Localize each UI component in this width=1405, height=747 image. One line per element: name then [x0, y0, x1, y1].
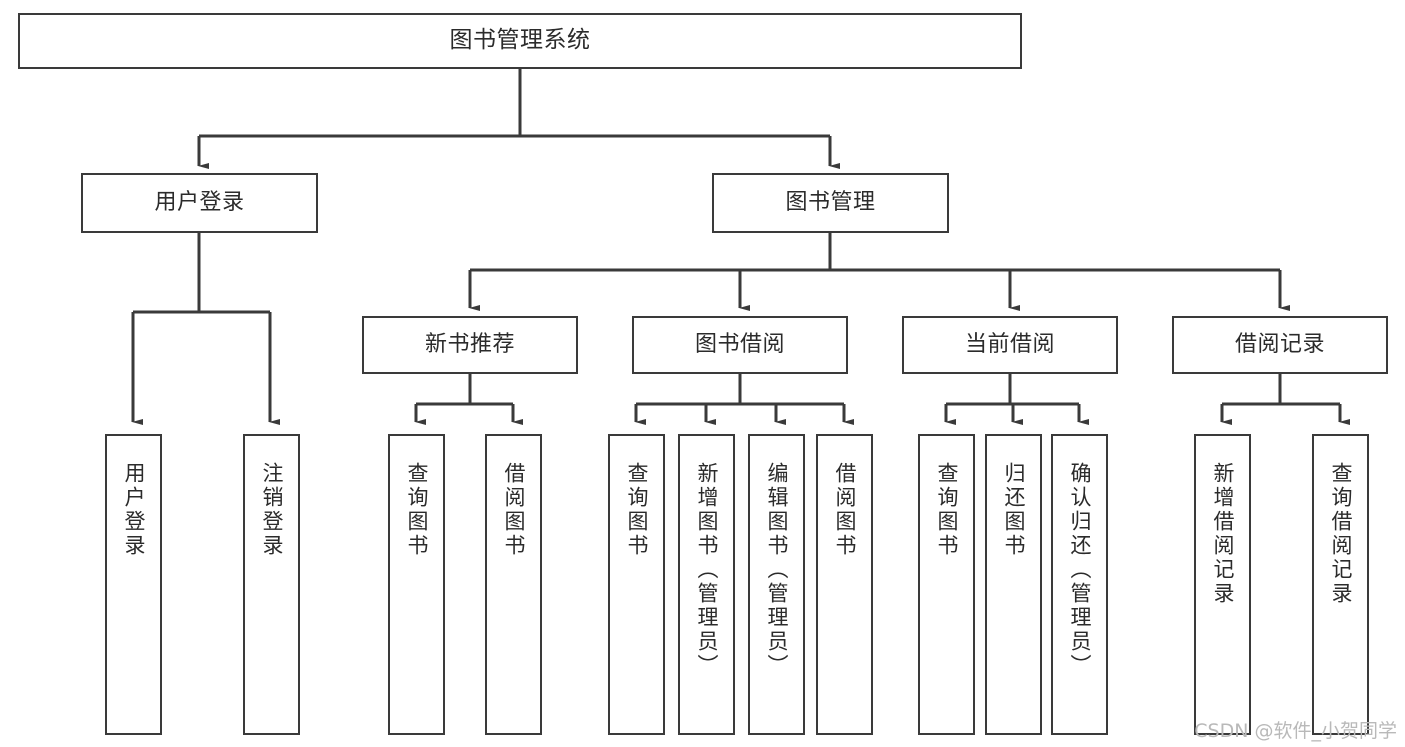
node-root-label: 图书管理系统 — [449, 27, 591, 54]
leaf-borrow-book-2[interactable]: 借阅图书 — [816, 434, 873, 735]
leaf-borrow-book-2-label: 借阅图书 — [833, 462, 857, 558]
leaf-add-book-label: 新增图书（管理员） — [695, 462, 719, 678]
node-current-borrow-label: 当前借阅 — [964, 332, 1055, 358]
leaf-user-login[interactable]: 用户登录 — [105, 434, 162, 735]
node-book-borrow-label: 图书借阅 — [694, 332, 785, 358]
leaf-add-record[interactable]: 新增借阅记录 — [1194, 434, 1251, 735]
leaf-return-book[interactable]: 归还图书 — [985, 434, 1042, 735]
leaf-edit-book-label: 编辑图书（管理员） — [765, 462, 789, 678]
leaf-logout-label: 注销登录 — [260, 462, 284, 558]
leaf-borrow-book-1[interactable]: 借阅图书 — [485, 434, 542, 735]
leaf-borrow-book-1-label: 借阅图书 — [502, 462, 526, 558]
leaf-edit-book[interactable]: 编辑图书（管理员） — [748, 434, 805, 735]
leaf-add-record-label: 新增借阅记录 — [1211, 462, 1235, 606]
node-book-borrow[interactable]: 图书借阅 — [632, 316, 848, 374]
leaf-query-book-2-label: 查询图书 — [625, 462, 649, 558]
node-user-login-label: 用户登录 — [154, 190, 245, 216]
leaf-query-book-2[interactable]: 查询图书 — [608, 434, 665, 735]
leaf-query-book-3-label: 查询图书 — [935, 462, 959, 558]
node-new-book-recommend-label: 新书推荐 — [424, 332, 515, 358]
node-root[interactable]: 图书管理系统 — [18, 13, 1022, 69]
leaf-confirm-return[interactable]: 确认归还（管理员） — [1051, 434, 1108, 735]
node-book-manage-label: 图书管理 — [785, 190, 876, 216]
leaf-confirm-return-label: 确认归还（管理员） — [1068, 462, 1092, 678]
node-new-book-recommend[interactable]: 新书推荐 — [362, 316, 578, 374]
leaf-return-book-label: 归还图书 — [1002, 462, 1026, 558]
leaf-user-login-label: 用户登录 — [122, 462, 146, 558]
leaf-query-record[interactable]: 查询借阅记录 — [1312, 434, 1369, 735]
leaf-logout[interactable]: 注销登录 — [243, 434, 300, 735]
leaf-query-book-3[interactable]: 查询图书 — [918, 434, 975, 735]
watermark: CSDN @软件_小贺同学 — [1194, 720, 1397, 742]
node-user-login[interactable]: 用户登录 — [81, 173, 318, 233]
node-book-manage[interactable]: 图书管理 — [712, 173, 949, 233]
leaf-add-book[interactable]: 新增图书（管理员） — [678, 434, 735, 735]
node-current-borrow[interactable]: 当前借阅 — [902, 316, 1118, 374]
leaf-query-book-1[interactable]: 查询图书 — [388, 434, 445, 735]
leaf-query-book-1-label: 查询图书 — [405, 462, 429, 558]
node-borrow-record-label: 借阅记录 — [1234, 332, 1325, 358]
node-borrow-record[interactable]: 借阅记录 — [1172, 316, 1388, 374]
leaf-query-record-label: 查询借阅记录 — [1329, 462, 1353, 606]
